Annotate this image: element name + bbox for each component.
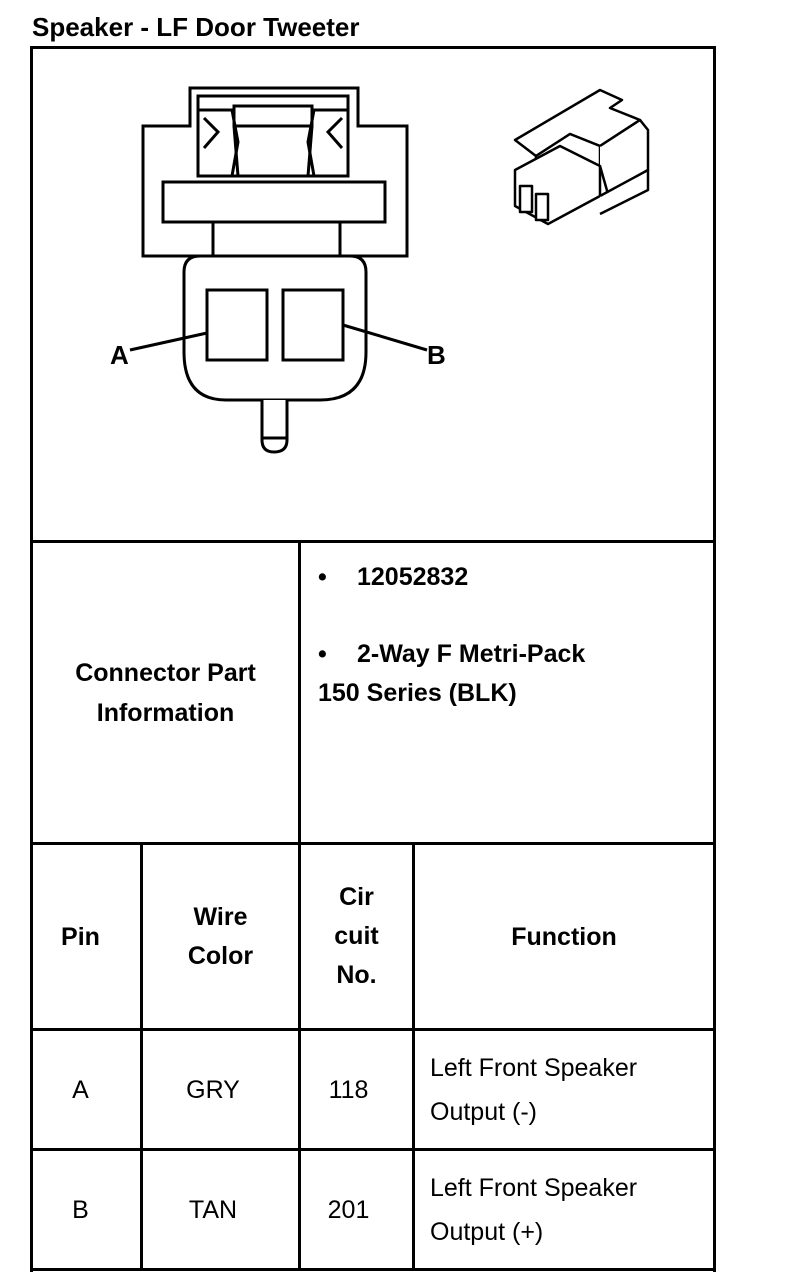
part-info-label-line2: Information	[96, 698, 235, 727]
divider-header-bottom	[30, 1028, 716, 1031]
row-b-pin: B	[72, 1195, 89, 1224]
page-title: Speaker - LF Door Tweeter	[32, 12, 360, 42]
header-circuit-line2: cuit	[334, 922, 379, 950]
divider-wire-column	[298, 842, 301, 1271]
row-b-circuit: 201	[327, 1195, 370, 1224]
divider-circuit-column	[412, 842, 415, 1271]
part-number: 12052832	[357, 563, 469, 591]
header-wire-color: Wire Color	[143, 845, 298, 1028]
header-circuit: Cir cuit No.	[301, 845, 412, 1028]
row-a-function-line1: Left Front Speaker	[430, 1054, 638, 1082]
divider-part-info-column	[298, 540, 301, 845]
row-a-function-line2: Output (-)	[430, 1098, 537, 1126]
row-b-function-line2: Output (+)	[430, 1218, 544, 1246]
row-b-function-line1: Left Front Speaker	[430, 1174, 638, 1202]
description-line1: 2-Way F Metri-Pack	[357, 640, 586, 668]
header-wire-color-line1: Wire	[193, 902, 248, 931]
row-b-wire-color: TAN	[188, 1195, 238, 1224]
row-a-pin: A	[72, 1075, 89, 1104]
description-bullet: •	[318, 640, 327, 668]
pin-a-label: A	[110, 340, 129, 370]
divider-pin-column	[140, 842, 143, 1271]
connector-face-diagram: A B	[110, 86, 650, 454]
part-info-label-line1: Connector Part	[75, 658, 256, 687]
row-a-circuit: 118	[328, 1075, 369, 1104]
header-function: Function	[511, 922, 617, 951]
header-circuit-line3: No.	[336, 961, 377, 989]
header-wire-color-line2: Color	[187, 941, 254, 970]
description-line2: 150 Series (BLK)	[318, 679, 517, 707]
connector-table-frame	[30, 46, 716, 1272]
divider-row-a-bottom	[30, 1148, 716, 1151]
part-info-label: Connector Part Information	[33, 543, 298, 842]
divider-row-b-bottom	[30, 1268, 716, 1271]
divider-diagram-bottom	[30, 540, 716, 543]
header-pin: Pin	[61, 922, 100, 951]
row-a-wire-color: GRY	[186, 1075, 240, 1104]
pin-b-label: B	[427, 340, 446, 370]
part-number-bullet: •	[318, 563, 327, 591]
connector-iso-icon	[513, 88, 650, 226]
divider-part-info-bottom	[30, 842, 716, 845]
header-circuit-line1: Cir	[339, 883, 374, 911]
